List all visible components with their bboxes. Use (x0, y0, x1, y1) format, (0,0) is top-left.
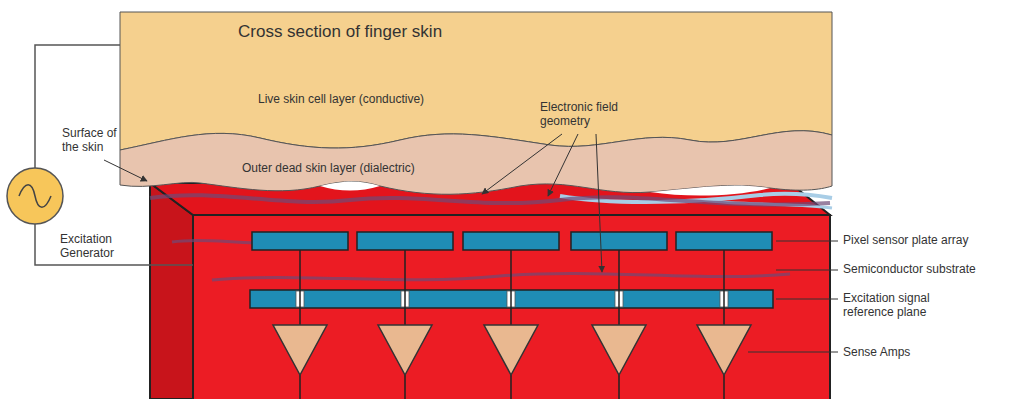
pixel-plate (676, 232, 772, 250)
field-label: Electronic field geometry (540, 100, 650, 129)
surface-label: Surface of the skin (62, 126, 134, 155)
skin-section: Cross section of finger skinLive skin ce… (120, 12, 832, 142)
field-line (150, 195, 830, 204)
generator-circle (5, 165, 67, 227)
node-text: Excitation Generator (60, 232, 132, 261)
field-line (212, 273, 790, 280)
leader-line (776, 270, 838, 271)
sense-amp (273, 325, 327, 375)
substrate-front-face (193, 215, 830, 399)
pixel-plate (571, 232, 667, 250)
pixel-plate (357, 232, 453, 250)
generator-wire (35, 224, 193, 265)
live-skin-layer (120, 12, 832, 150)
leader-arrow (482, 134, 562, 194)
sense-amp (484, 325, 538, 375)
leader-arrow (596, 134, 602, 272)
sense-amp (378, 325, 432, 375)
node-text: Outer dead skin layer (dialectric) (242, 161, 415, 175)
ac-symbol (19, 185, 51, 208)
leader-line (776, 299, 838, 300)
plate-label: Pixel sensor plate array (843, 233, 968, 247)
dead-skin-layer (120, 131, 832, 195)
air-gap (320, 182, 380, 191)
sense-amp (592, 325, 646, 375)
substrate-label: Semiconductor substrate (843, 262, 976, 276)
leader-line (776, 241, 838, 242)
substrate-side-face (150, 183, 193, 399)
leader-arrow (548, 134, 578, 196)
leader-line (748, 352, 838, 353)
pixel-plate (463, 232, 559, 250)
excitation-generator: Excitation Generator (5, 165, 135, 265)
node-text: Live skin cell layer (conductive) (258, 92, 424, 106)
pixel-plate (252, 232, 348, 250)
sense-amp (697, 325, 751, 375)
leader-arrow (104, 160, 147, 181)
node-text: Cross section of finger skin (238, 22, 442, 42)
reference-plane-label: Excitation signal reference plane (843, 291, 983, 320)
sense-amp-label: Sense Amps (843, 345, 910, 359)
generator-circle (7, 168, 63, 224)
dead-skin-band: Outer dead skin layer (dialectric) (232, 157, 492, 179)
